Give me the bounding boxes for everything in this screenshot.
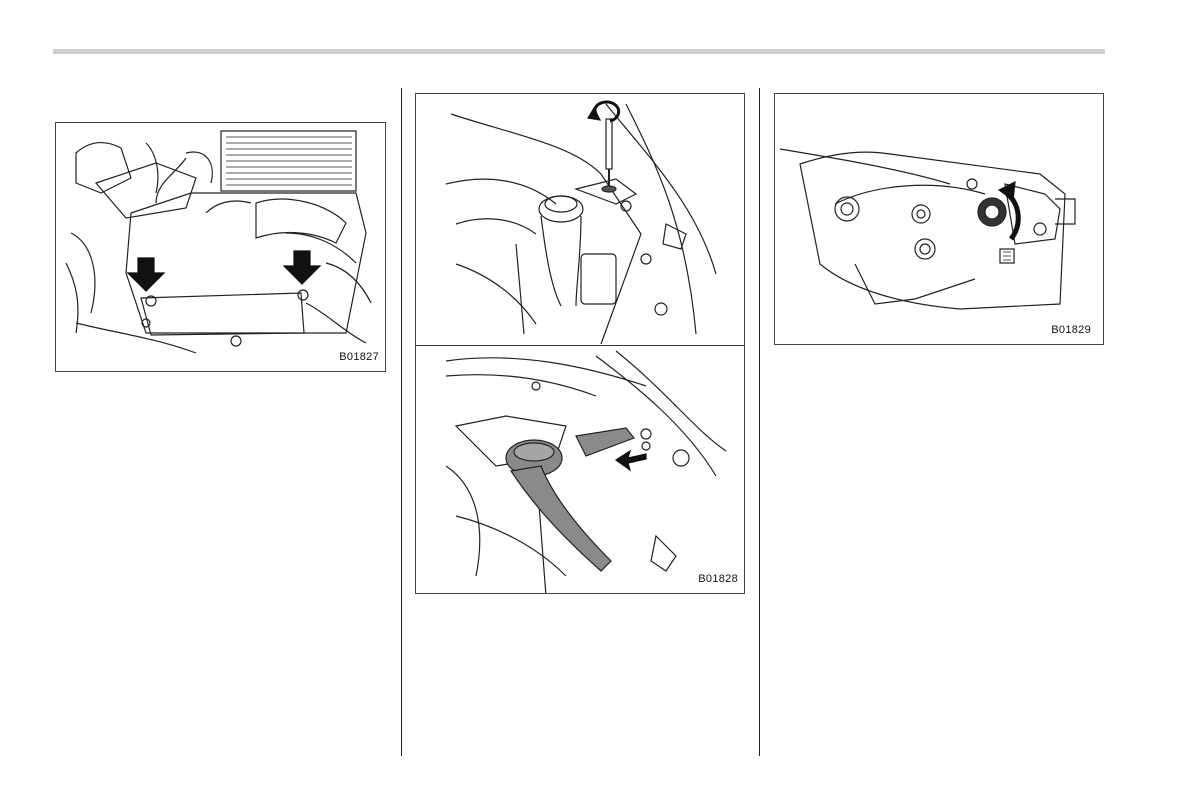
headlight-unit-illustration: [775, 94, 1104, 345]
column-divider-left: [401, 88, 402, 756]
engine-cover-illustration: [56, 123, 386, 372]
bulb-socket-icon: [978, 198, 1006, 226]
down-arrow-icon-right: [284, 251, 320, 284]
figure-code-b01829: B01829: [1051, 324, 1091, 336]
page-header-rule: [53, 49, 1105, 54]
washer-tank-removal-illustration: [416, 346, 745, 594]
figure-code-b01827: B01827: [339, 351, 379, 363]
left-arrow-icon: [616, 451, 646, 470]
figure-engine-cover: B01827: [55, 122, 386, 372]
figure-code-b01828: B01828: [698, 573, 738, 585]
figure-washer-tank: B01828: [415, 93, 745, 594]
screwdriver-icon: [602, 119, 616, 192]
rotate-arrow-icon: [588, 102, 619, 121]
down-arrow-icon-left: [128, 258, 164, 291]
figure-headlight-unit: B01829: [774, 93, 1104, 345]
column-divider-right: [759, 88, 760, 756]
